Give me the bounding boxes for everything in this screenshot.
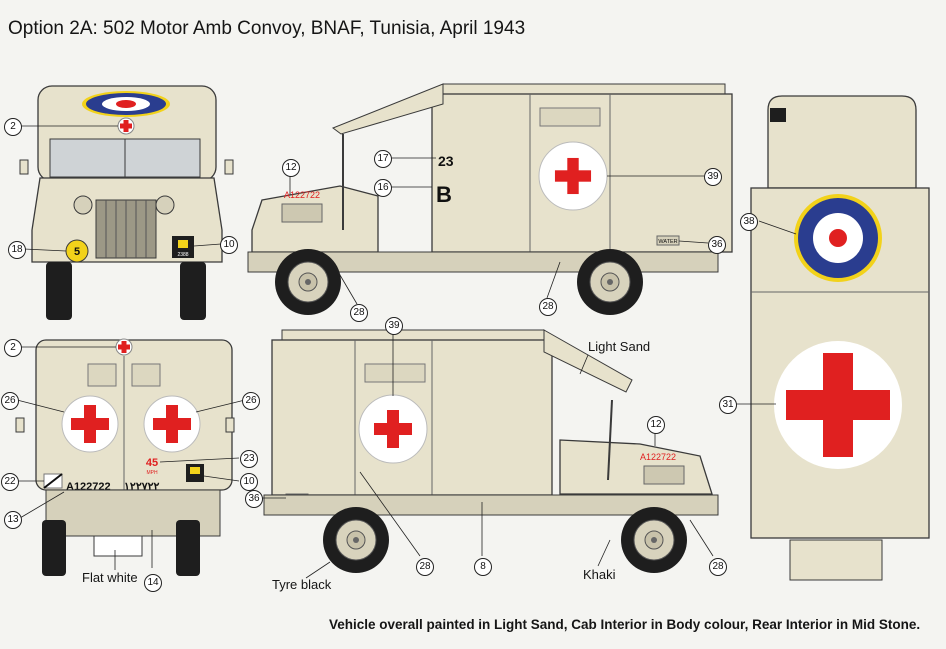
- callout-28-a: 28: [350, 304, 368, 322]
- callout-17: 17: [374, 150, 392, 168]
- svg-text:B: B: [436, 182, 452, 207]
- label-khaki: Khaki: [583, 567, 616, 582]
- top-cab: [767, 95, 917, 189]
- callout-18: 18: [8, 241, 26, 259]
- left-side-view: A122722 23 B WATER: [247, 83, 733, 316]
- side2-chassis: [263, 494, 719, 516]
- svg-text:MPH: MPH: [146, 470, 158, 476]
- callout-39-side: 39: [704, 168, 722, 186]
- leader-lines: [16, 125, 797, 579]
- svg-text:2388: 2388: [177, 252, 188, 258]
- callout-26-left: 26: [1, 392, 19, 410]
- callout-31: 31: [719, 396, 737, 414]
- callout-28-b: 28: [539, 298, 557, 316]
- callout-36-side2: 36: [245, 490, 263, 508]
- front-right-tyre: [180, 262, 206, 320]
- label-flat-white: Flat white: [82, 570, 138, 585]
- callout-14: 14: [144, 574, 162, 592]
- front-view: 5 2388: [19, 85, 234, 320]
- svg-text:A122722: A122722: [640, 452, 676, 462]
- top-roundel: [794, 194, 882, 282]
- rear-view: 45 MPH A122722 ١٢٢٧٢٢: [15, 338, 235, 576]
- rear-step-white: [93, 535, 143, 557]
- callout-2-front: 2: [4, 118, 22, 136]
- label-light-sand: Light Sand: [588, 339, 651, 354]
- callout-28-d: 28: [709, 558, 727, 576]
- callout-12-side2: 12: [647, 416, 665, 434]
- callout-39-side2: 39: [385, 317, 403, 335]
- callout-10-front: 10: [220, 236, 238, 254]
- callout-16: 16: [374, 179, 392, 197]
- svg-text:5: 5: [74, 246, 80, 258]
- svg-text:45: 45: [146, 457, 158, 469]
- cab-canopy: [331, 83, 444, 135]
- callout-23: 23: [240, 450, 258, 468]
- top-view: [750, 95, 930, 581]
- callout-22: 22: [1, 473, 19, 491]
- side2-bonnet: [559, 439, 713, 495]
- paint-note: Vehicle overall painted in Light Sand, C…: [329, 617, 921, 632]
- front-left-tyre: [46, 262, 72, 320]
- front-roundel: [82, 91, 170, 117]
- callout-28-c: 28: [416, 558, 434, 576]
- callout-26-right: 26: [242, 392, 260, 410]
- callout-12-side: 12: [282, 159, 300, 177]
- callout-38: 38: [740, 213, 758, 231]
- callout-2-rear: 2: [4, 339, 22, 357]
- callout-8: 8: [474, 558, 492, 576]
- callout-36-side: 36: [708, 236, 726, 254]
- callout-13: 13: [4, 511, 22, 529]
- svg-text:23: 23: [438, 153, 454, 169]
- svg-text:A122722: A122722: [284, 190, 320, 200]
- cab-canopy-2: [543, 329, 633, 393]
- callout-10-rear: 10: [240, 473, 258, 491]
- page-title: Option 2A: 502 Motor Amb Convoy, BNAF, T…: [8, 18, 526, 39]
- right-side-view: A122722 WATER: [263, 329, 719, 574]
- label-tyre-black: Tyre black: [272, 577, 332, 592]
- svg-text:WATER: WATER: [658, 239, 677, 245]
